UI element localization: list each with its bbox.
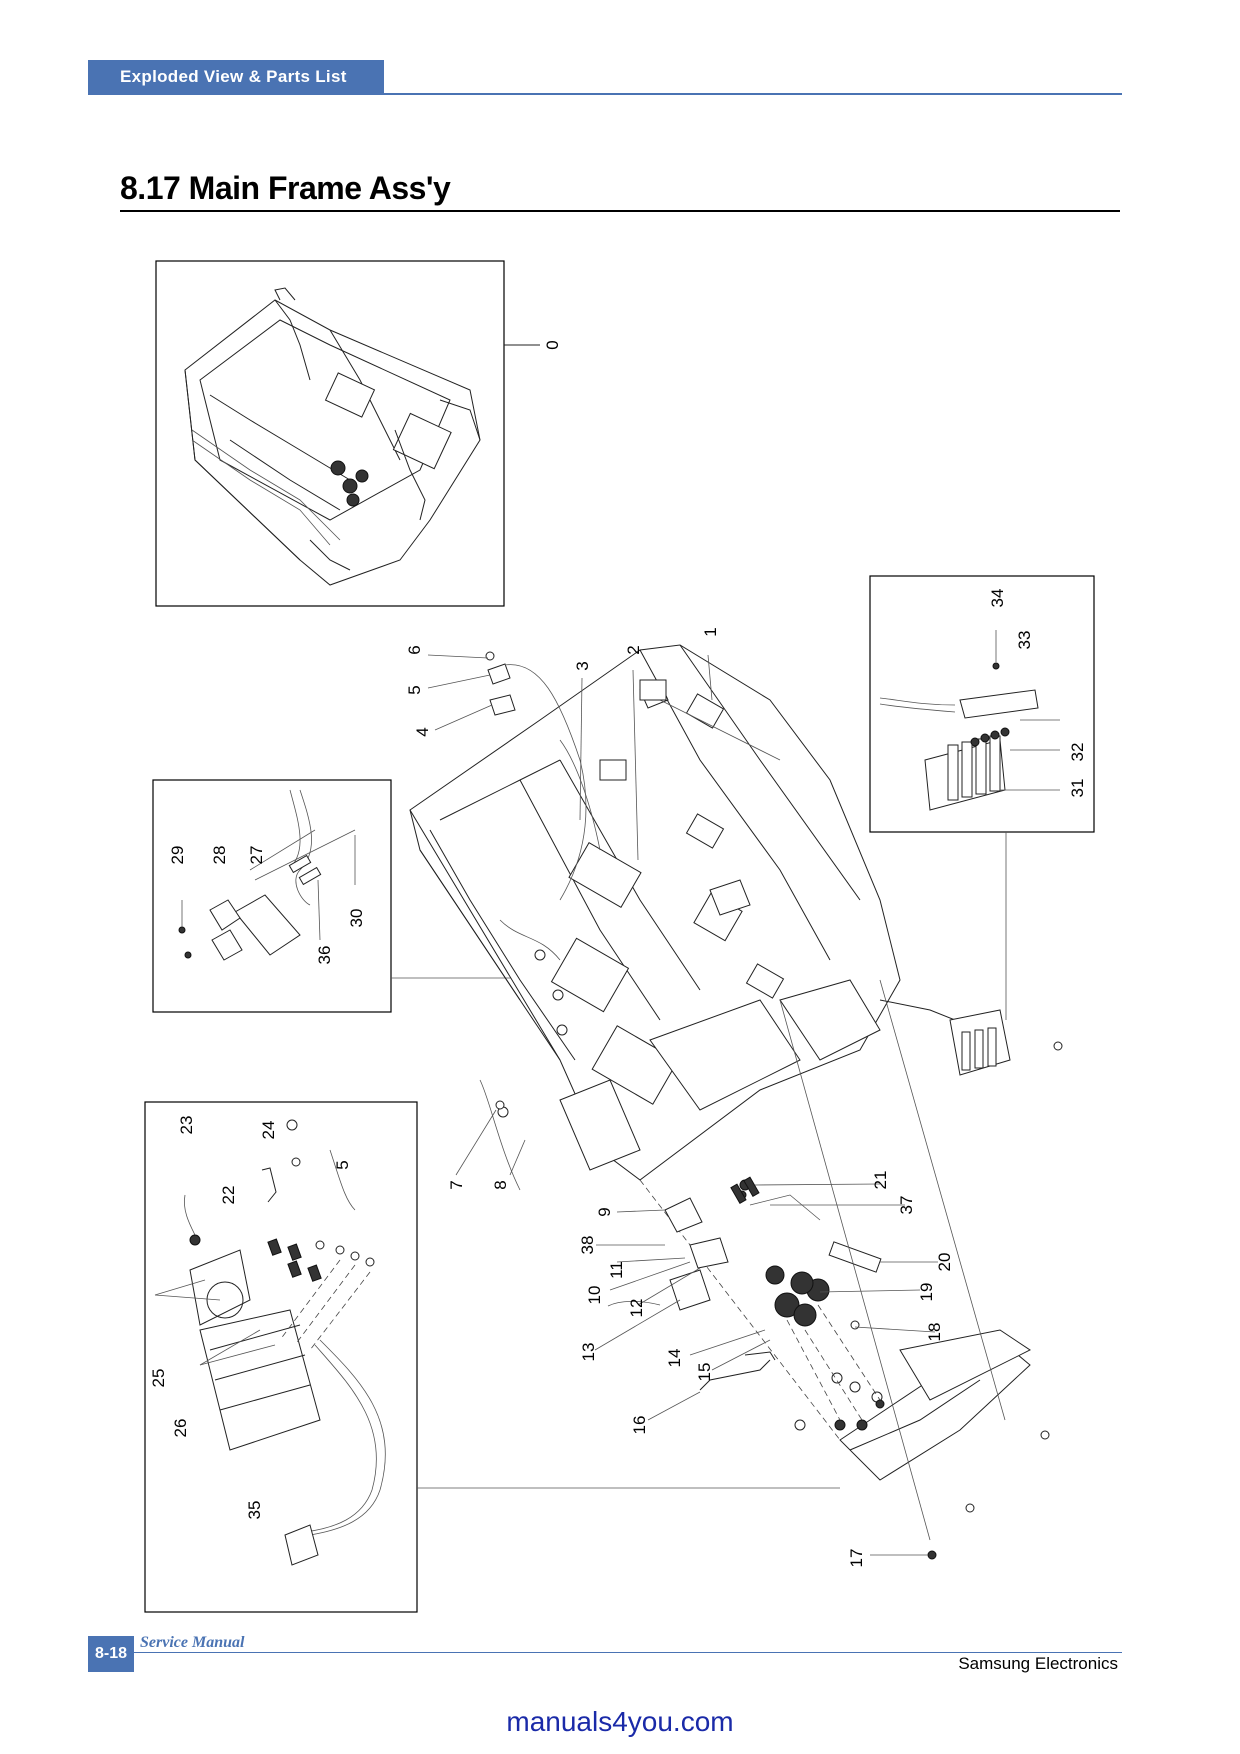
leader-lines [427, 654, 938, 1556]
company-name: Samsung Electronics [958, 1654, 1118, 1673]
paper-sensor-drawing [178, 789, 356, 961]
callout-10: 10 [585, 1286, 604, 1305]
callout-15: 15 [695, 1363, 714, 1382]
callout-1: 1 [701, 627, 720, 636]
callout-37: 37 [897, 1196, 916, 1215]
callout-29: 29 [168, 846, 187, 865]
callout-31: 31 [1068, 779, 1087, 798]
callout-19: 19 [917, 1283, 936, 1302]
section-tab: Exploded View & Parts List [88, 60, 384, 94]
title-rule [120, 210, 1120, 212]
callout-5: 5 [405, 685, 424, 694]
callout-4: 4 [413, 727, 432, 736]
callout-38: 38 [578, 1236, 597, 1255]
callout-34: 34 [988, 589, 1007, 608]
callout-21: 21 [871, 1171, 890, 1190]
callout-23: 23 [177, 1116, 196, 1135]
callout-33: 33 [1015, 631, 1034, 650]
callout-27: 27 [247, 846, 266, 865]
callout-26: 26 [171, 1419, 190, 1438]
page-title: 8.17 Main Frame Ass'y [120, 170, 451, 206]
page-number: 8-18 [88, 1636, 134, 1672]
callout-5-detail: 5 [333, 1160, 352, 1169]
callout-9: 9 [595, 1207, 614, 1216]
callout-32: 32 [1068, 743, 1087, 762]
inset-connector-board [869, 575, 1095, 833]
callout-35: 35 [245, 1501, 264, 1520]
footer-rule [88, 1652, 1122, 1653]
callout-3: 3 [573, 661, 592, 670]
callout-13: 13 [579, 1343, 598, 1362]
motor-harness-drawing [154, 1119, 386, 1566]
inset-paper-sensor [152, 779, 392, 1013]
callout-17: 17 [847, 1549, 866, 1568]
callout-0: 0 [543, 340, 562, 349]
callout-16: 16 [630, 1416, 649, 1435]
callout-30: 30 [347, 909, 366, 928]
callout-11: 11 [607, 1261, 626, 1279]
callout-18: 18 [925, 1323, 944, 1342]
callout-6: 6 [405, 645, 424, 654]
callout-7: 7 [447, 1180, 466, 1189]
assembled-frame-drawing [184, 287, 481, 586]
inset-motor-harness [144, 1101, 418, 1613]
callout-8: 8 [491, 1180, 510, 1189]
header-rule [88, 93, 1122, 95]
main-frame-drawing [409, 644, 1063, 1560]
callout-22: 22 [219, 1186, 238, 1205]
connector-board-drawing [879, 630, 1060, 811]
callout-28: 28 [210, 846, 229, 865]
manual-label: Service Manual [140, 1634, 245, 1651]
callout-14: 14 [665, 1349, 684, 1368]
callout-25: 25 [149, 1369, 168, 1388]
callout-2: 2 [624, 645, 643, 654]
callout-24: 24 [259, 1121, 278, 1140]
inset-assembled-frame [155, 260, 505, 607]
callout-12: 12 [627, 1299, 646, 1318]
watermark: manuals4you.com [506, 1706, 734, 1737]
callout-36: 36 [315, 946, 334, 965]
callout-20: 20 [935, 1253, 954, 1272]
